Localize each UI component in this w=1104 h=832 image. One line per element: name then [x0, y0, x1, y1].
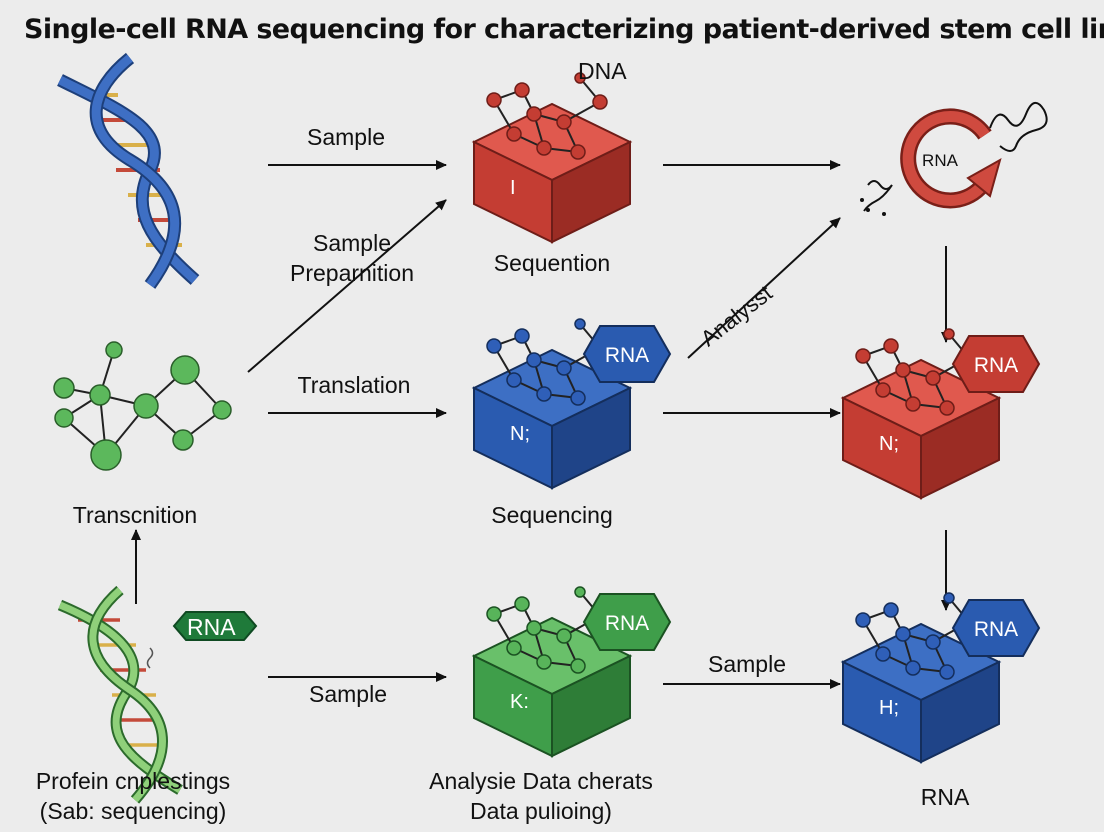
- rna-tag: RNA: [951, 599, 1041, 657]
- rna-tag: RNA: [951, 335, 1041, 393]
- box-face-label: K:: [510, 691, 529, 713]
- molecule-node: [883, 338, 899, 354]
- molecule-node: [855, 348, 871, 364]
- molecule-node: [570, 658, 586, 674]
- molecule-node: [506, 640, 522, 656]
- molecule-node: [486, 92, 502, 108]
- molecule-node: [895, 362, 911, 378]
- molecule-node: [855, 612, 871, 628]
- cycle-label: RNA: [922, 151, 959, 170]
- label-analysie-line1: Analysie Data cherats: [429, 768, 653, 794]
- molecule-node: [895, 626, 911, 642]
- molecule-node: [506, 126, 522, 142]
- box-mid-right: N; RNA: [840, 328, 1041, 500]
- label-protein: Profein cnplestings (Sab: sequencing): [36, 766, 230, 826]
- molecule-node: [875, 646, 891, 662]
- label-sample-prep-line2: Preparnition: [289, 260, 415, 286]
- molecule-node: [943, 592, 955, 604]
- molecule-node: [943, 328, 955, 340]
- molecule-node: [905, 660, 921, 676]
- label-analysie-line2: Data pulioing): [470, 798, 612, 824]
- box-face-label: N;: [510, 423, 530, 445]
- label-analysie: Analysie Data cherats Data pulioing): [429, 766, 653, 826]
- label-sequencing: Sequencing: [491, 502, 613, 528]
- molecule-node: [486, 606, 502, 622]
- molecule-node: [514, 328, 530, 344]
- box-mid-mid: N; RNA: [471, 318, 672, 490]
- rna-badge: [172, 611, 258, 641]
- molecule-node: [556, 628, 572, 644]
- molecule-node: [883, 602, 899, 618]
- molecule-node: [486, 338, 502, 354]
- molecule-network-icon: [53, 341, 232, 471]
- label-transcnition: Transcnition: [72, 502, 198, 528]
- label-sample-bottom-right: Sample: [708, 651, 786, 677]
- rna-badge-label: RNA: [187, 614, 236, 640]
- label-sample-top: Sample: [307, 124, 385, 150]
- label-sample-prep-line1: Sample: [313, 230, 391, 256]
- flow-arrows: [131, 160, 951, 689]
- molecule-node: [536, 654, 552, 670]
- box-bot-mid: K: RNA: [471, 586, 672, 758]
- box-face-label: N;: [879, 433, 899, 455]
- label-sample-bottom: Sample: [309, 681, 387, 707]
- molecule-node: [592, 94, 608, 110]
- molecule-node: [526, 620, 542, 636]
- molecule-node: [570, 144, 586, 160]
- box-face-label: H;: [879, 697, 899, 719]
- rna-tag-label: RNA: [974, 354, 1018, 377]
- label-dna: DNA: [578, 58, 627, 84]
- rna-tag: RNA: [582, 593, 672, 651]
- molecule-node: [574, 72, 586, 84]
- label-protein-line1: Profein cnplestings: [35, 768, 231, 794]
- molecule-node: [574, 586, 586, 598]
- molecule-node: [506, 372, 522, 388]
- molecule-node: [556, 114, 572, 130]
- molecule-node: [939, 664, 955, 680]
- rna-tag-label: RNA: [974, 618, 1018, 641]
- molecule-node: [925, 370, 941, 386]
- molecule-node: [536, 140, 552, 156]
- dna-helix-icon: [57, 52, 200, 289]
- molecule-node: [925, 634, 941, 650]
- label-protein-line2: (Sab: sequencing): [39, 798, 227, 824]
- label-rna-bottom: RNA: [920, 784, 970, 810]
- molecule-node: [939, 400, 955, 416]
- label-sequention: Sequention: [493, 250, 611, 276]
- molecule-node: [536, 386, 552, 402]
- molecule-node: [526, 106, 542, 122]
- rna-tag: RNA: [582, 325, 672, 383]
- rna-tag-label: RNA: [605, 612, 649, 635]
- molecule-node: [570, 390, 586, 406]
- molecule-node: [875, 382, 891, 398]
- molecule-node: [526, 352, 542, 368]
- dna-helix-icon: [57, 585, 183, 804]
- label-translation: Translation: [297, 372, 411, 398]
- molecule-node: [905, 396, 921, 412]
- box-face-label: I: [510, 177, 516, 199]
- page-title: Single-cell RNA sequencing for character…: [24, 14, 1104, 45]
- box-top-mid: I: [471, 72, 633, 244]
- rna-cycle-icon: RNA: [860, 102, 1048, 216]
- rna-tag-label: RNA: [605, 344, 649, 367]
- molecule-node: [514, 82, 530, 98]
- molecule-node: [514, 596, 530, 612]
- box-bot-right: H; RNA: [840, 592, 1041, 764]
- label-sample-preparation: Sample Preparnition: [290, 228, 414, 288]
- molecule-node: [574, 318, 586, 330]
- molecule-node: [556, 360, 572, 376]
